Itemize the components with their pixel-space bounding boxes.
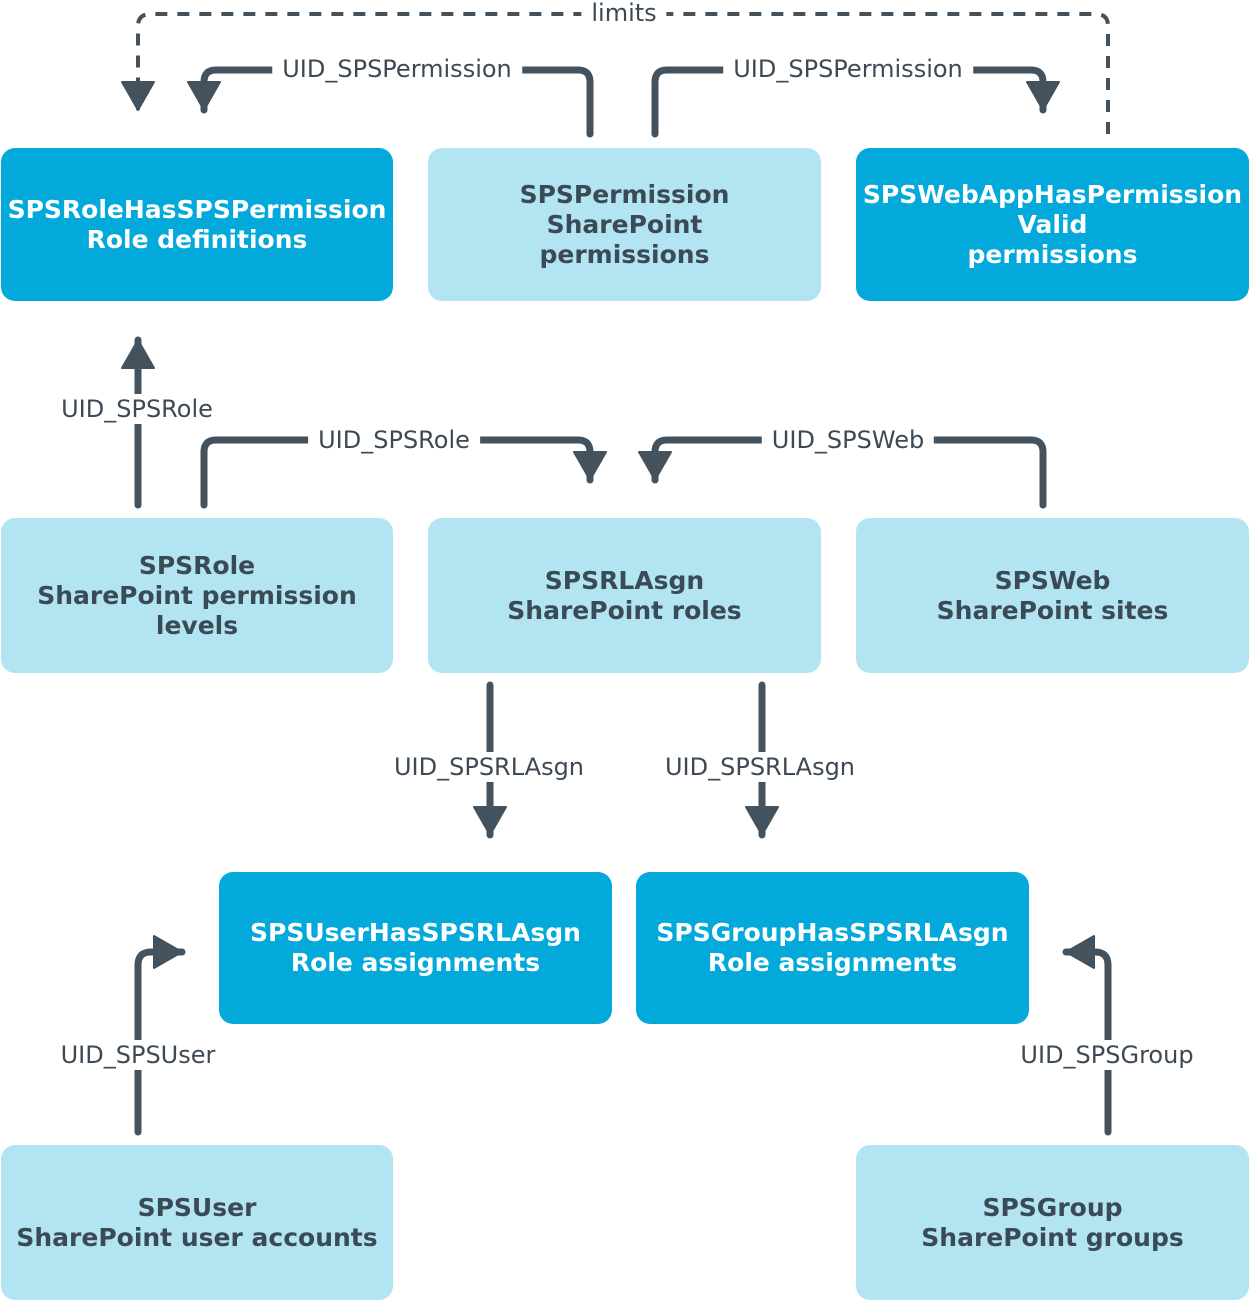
box-spswebapphaspermission: SPSWebAppHasPermission Valid permissions xyxy=(856,148,1249,301)
box-title: SPSWebAppHasPermission xyxy=(862,179,1243,209)
box-title: SPSRole xyxy=(138,550,256,580)
label-rlasgn-to-group-assignments: UID_SPSRLAsgn xyxy=(654,752,866,782)
box-description: Role assignments xyxy=(290,948,541,977)
box-description: SharePoint xyxy=(546,209,703,239)
box-spsrlasgn: SPSRLAsgn SharePoint roles xyxy=(428,518,821,673)
box-title: SPSUser xyxy=(137,1192,257,1222)
box-description: SharePoint user accounts xyxy=(16,1222,378,1252)
box-spsuserhasspsrlasgn: SPSUserHasSPSRLAsgn Role assignments xyxy=(219,872,612,1024)
label-permission-to-role-definitions: UID_SPSPermission xyxy=(272,54,522,84)
box-title: SPSUserHasSPSRLAsgn xyxy=(250,918,581,947)
box-spsrolehasspspermission: SPSRoleHasSPSPermission Role definitions xyxy=(1,148,393,301)
label-web-to-rlasgn: UID_SPSWeb xyxy=(761,425,935,455)
box-spsgrouphasspsrlasgn: SPSGroupHasSPSRLAsgn Role assignments xyxy=(636,872,1029,1024)
box-spsweb: SPSWeb SharePoint sites xyxy=(856,518,1249,673)
box-description: permissions xyxy=(539,239,710,269)
box-description: Valid xyxy=(1017,209,1088,239)
box-title: SPSPermission xyxy=(519,179,730,209)
label-limits: limits xyxy=(581,0,667,28)
box-description: Role definitions xyxy=(86,224,308,254)
box-description: Role assignments xyxy=(707,948,958,977)
box-title: SPSRLAsgn xyxy=(544,565,705,595)
box-title: SPSGroupHasSPSRLAsgn xyxy=(656,918,1009,947)
box-description: levels xyxy=(155,610,239,640)
box-spspermission: SPSPermission SharePoint permissions xyxy=(428,148,821,301)
label-user-to-user-assignments: UID_SPSUser xyxy=(50,1040,226,1070)
box-description: SharePoint sites xyxy=(936,595,1169,625)
box-title: SPSRoleHasSPSPermission xyxy=(7,194,387,224)
label-role-to-rlasgn: UID_SPSRole xyxy=(308,425,480,455)
box-spsrole: SPSRole SharePoint permission levels xyxy=(1,518,393,673)
connector-user-to-user-assignments xyxy=(134,935,186,1136)
label-permission-to-webapp-permissions: UID_SPSPermission xyxy=(723,54,973,84)
connector-group-to-group-assignments xyxy=(1062,935,1112,1136)
label-group-to-group-assignments: UID_SPSGroup xyxy=(1010,1040,1204,1070)
box-title: SPSWeb xyxy=(994,565,1111,595)
label-role-to-role-definitions: UID_SPSRole xyxy=(51,394,223,424)
box-spsuser: SPSUser SharePoint user accounts xyxy=(1,1145,393,1300)
box-description: SharePoint groups xyxy=(921,1222,1184,1252)
box-spsgroup: SPSGroup SharePoint groups xyxy=(856,1145,1249,1300)
box-description: permissions xyxy=(967,239,1138,269)
box-title: SPSGroup xyxy=(982,1192,1123,1222)
box-description: SharePoint permission xyxy=(37,580,357,610)
label-rlasgn-to-user-assignments: UID_SPSRLAsgn xyxy=(383,752,595,782)
box-description: SharePoint roles xyxy=(507,595,742,625)
